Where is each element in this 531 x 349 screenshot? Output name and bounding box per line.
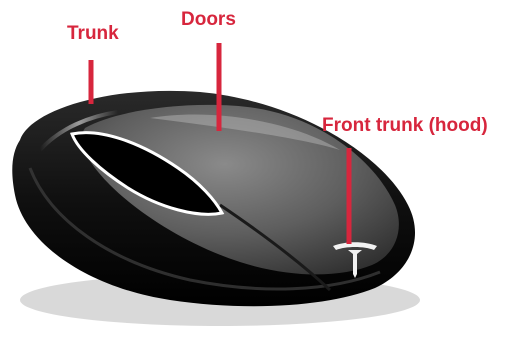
doors-label: Doors xyxy=(181,10,236,29)
front-trunk-label: Front trunk (hood) xyxy=(322,116,488,135)
trunk-label: Trunk xyxy=(67,24,119,43)
